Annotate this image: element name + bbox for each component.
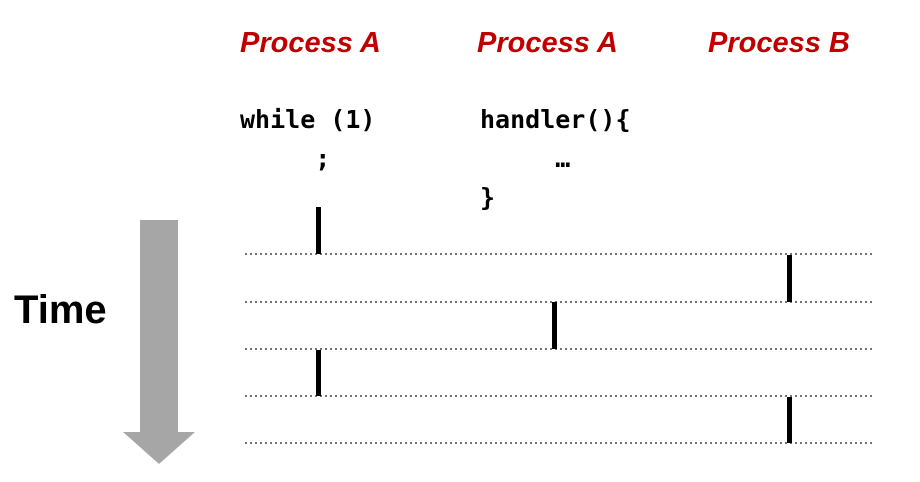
timeline-dotted-line bbox=[245, 253, 875, 255]
timeline-dotted-line bbox=[245, 348, 875, 350]
execution-segment-tick bbox=[316, 350, 321, 396]
execution-segment-tick bbox=[787, 397, 792, 443]
execution-segment-tick bbox=[787, 255, 792, 302]
timeline-dotted-line bbox=[245, 301, 875, 303]
execution-segment-tick bbox=[316, 207, 321, 254]
timeline-dotted-line bbox=[245, 395, 875, 397]
timeline-dotted-line bbox=[245, 442, 875, 444]
column-header-process-a-handler: Process A bbox=[477, 27, 618, 59]
code-while-loop: while (1) ; bbox=[240, 105, 376, 173]
time-label: Time bbox=[14, 288, 107, 332]
code-signal-handler: handler(){ … } bbox=[480, 105, 631, 212]
column-header-process-a-main: Process A bbox=[240, 27, 381, 59]
execution-segment-tick bbox=[552, 302, 557, 349]
column-header-process-b: Process B bbox=[708, 27, 850, 59]
